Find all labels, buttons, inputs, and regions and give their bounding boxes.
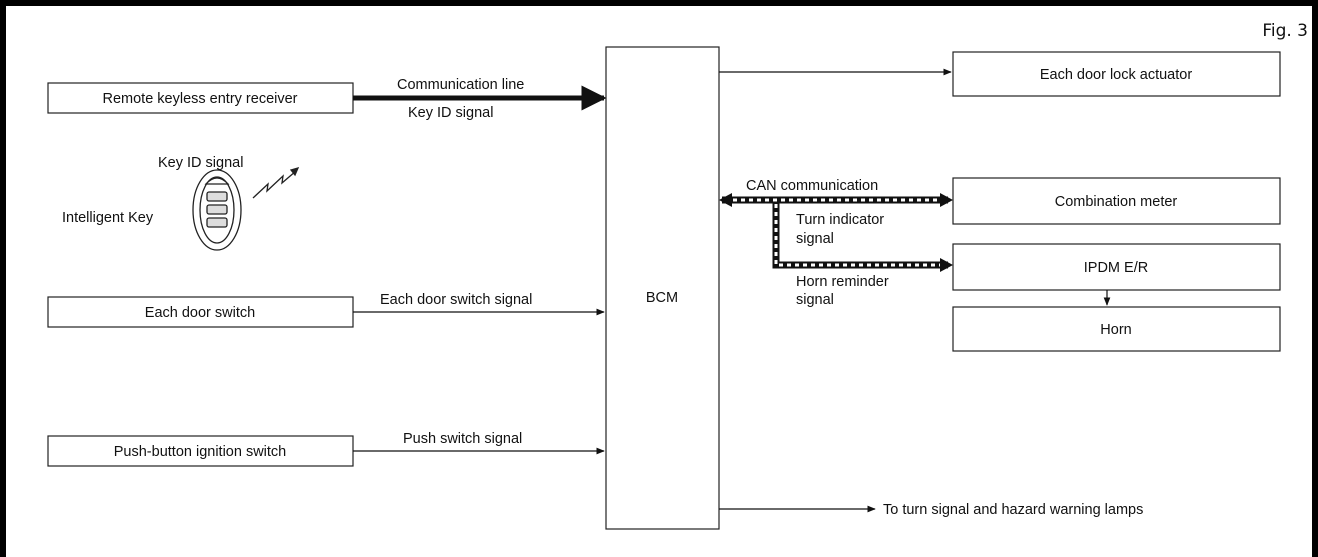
combination-meter-label: Combination meter: [1055, 194, 1178, 210]
remote-receiver-label: Remote keyless entry receiver: [102, 91, 297, 107]
key-id-signal-label-2: Key ID signal: [158, 155, 243, 171]
key-id-signal-label-1: Key ID signal: [408, 105, 493, 121]
door-lock-label: Each door lock actuator: [1040, 67, 1193, 83]
bcm-box: [605, 46, 720, 530]
door-switch-label: Each door switch: [145, 305, 255, 321]
horn-label: Horn: [1100, 322, 1131, 338]
push-button-box: [47, 435, 354, 467]
door-switch-signal-label: Each door switch signal: [380, 292, 532, 308]
push-switch-signal-label: Push switch signal: [403, 431, 522, 447]
intelligent-key-icon: [192, 169, 242, 251]
push-button-label: Push-button ignition switch: [114, 444, 287, 460]
can-communication-bus: [719, 193, 953, 272]
figure-label: Fig. 3: [1262, 21, 1308, 41]
can-communication-label: CAN communication: [746, 178, 878, 194]
horn-reminder-label-2: signal: [796, 292, 834, 308]
bcm-label: BCM: [646, 290, 678, 306]
radio-signal-icon: [252, 166, 300, 199]
communication-line-label: Communication line: [397, 77, 524, 93]
combination-meter-box: [952, 177, 1281, 225]
ipdm-label: IPDM E/R: [1084, 260, 1148, 276]
horn-reminder-label-1: Horn reminder: [796, 274, 889, 290]
turn-lamps-label: To turn signal and hazard warning lamps: [883, 502, 1143, 518]
turn-indicator-label-2: signal: [796, 231, 834, 247]
intelligent-key-label: Intelligent Key: [62, 210, 154, 226]
horn-box: [952, 306, 1281, 352]
door-lock-box: [952, 51, 1281, 97]
turn-indicator-label-1: Turn indicator: [796, 212, 884, 228]
door-switch-box: [47, 296, 354, 328]
ipdm-box: [952, 243, 1281, 291]
